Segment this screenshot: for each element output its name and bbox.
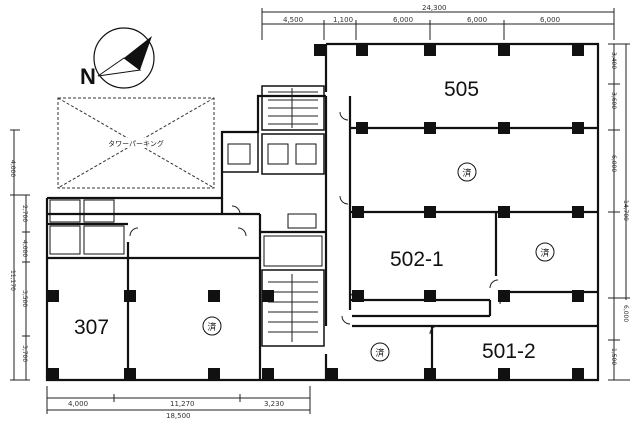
- dim-bottom-1: 4,000: [68, 400, 88, 408]
- occupied-stamp-south: 済: [370, 342, 390, 362]
- dim-right-2: 6,000: [610, 155, 617, 172]
- occupied-stamp-505: 済: [457, 162, 477, 182]
- top-dimension-line: 24,300 4,500 1,100 6,000 6,000 6,000: [261, 4, 615, 40]
- dim-top-3: 6,000: [393, 16, 413, 24]
- dim-right-5: 1,500: [610, 348, 617, 365]
- right-dimension-line: 3,400 6,000 3,600 14,700 6,000 1,500: [608, 43, 630, 381]
- columns: [47, 44, 584, 380]
- dim-top-total: 24,300: [422, 4, 447, 12]
- occupied-stamp-west: 済: [202, 316, 222, 336]
- occupied-stamp-east: 済: [535, 242, 555, 262]
- bottom-dimension-line: 4,000 11,270 3,230 18,500: [46, 386, 311, 420]
- tower-parking-label: タワーパーキング: [108, 139, 164, 148]
- dim-left-1: 4,000: [9, 160, 16, 177]
- dim-left-5: 3,500: [21, 290, 28, 307]
- dim-right-total: 14,700: [622, 200, 629, 221]
- dim-top-2: 1,100: [333, 16, 353, 24]
- compass: N: [80, 27, 155, 89]
- dim-top-4: 6,000: [467, 16, 487, 24]
- occupied-stamp-label: 済: [540, 247, 549, 259]
- dim-bottom-2: 11,270: [170, 400, 195, 408]
- building-outline: [45, 42, 600, 382]
- room-307-label: 307: [74, 316, 109, 339]
- dim-bottom-total: 18,500: [166, 412, 191, 420]
- left-dimension-line: 4,000 2,700 11,170 4,000 3,500 3,700: [9, 129, 30, 381]
- dim-left-6: 3,700: [21, 345, 28, 362]
- dim-top-1: 4,500: [283, 16, 303, 24]
- room-502-1-label: 502-1: [390, 248, 444, 271]
- dim-bottom-3: 3,230: [264, 400, 284, 408]
- dim-right-4: 6,000: [622, 305, 629, 322]
- occupied-stamp-label: 済: [375, 347, 384, 359]
- dim-top-5: 6,000: [540, 16, 560, 24]
- dim-right-3: 3,600: [610, 92, 617, 109]
- room-505-label: 505: [444, 78, 479, 101]
- compass-north-label: N: [80, 64, 96, 89]
- occupied-stamp-label: 済: [462, 167, 471, 179]
- dim-left-3: 11,170: [9, 270, 16, 291]
- occupied-stamp-label: 済: [207, 321, 216, 333]
- room-501-2-label: 501-2: [482, 340, 536, 363]
- dim-left-2: 2,700: [21, 205, 28, 222]
- tower-parking: タワーパーキング: [57, 97, 215, 189]
- dim-right-1: 3,400: [610, 52, 617, 69]
- dim-left-4: 4,000: [21, 240, 28, 257]
